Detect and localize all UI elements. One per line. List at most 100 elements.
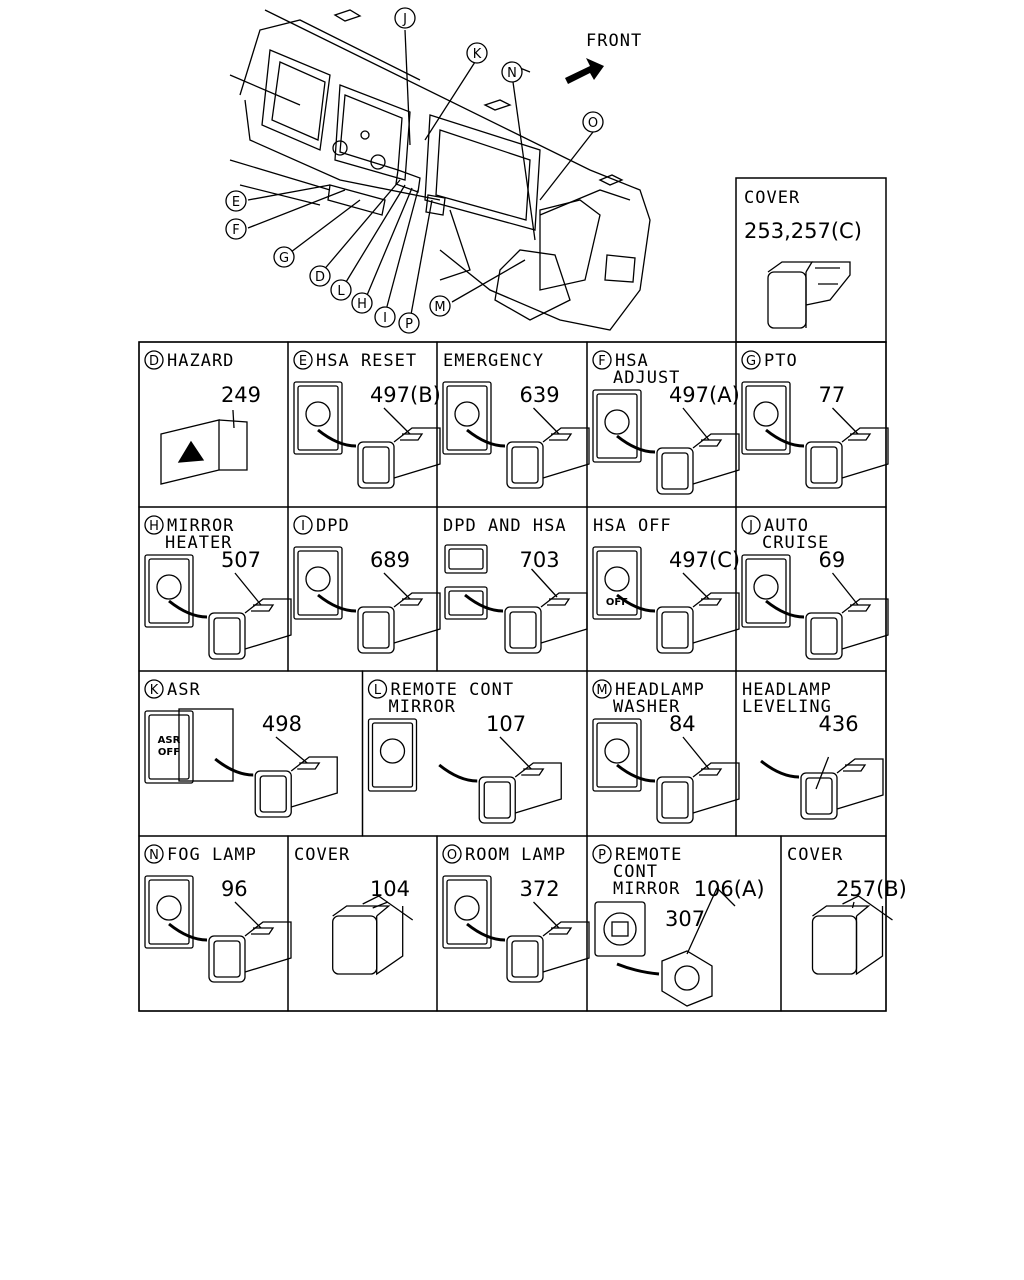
switch-body-icon [438,762,562,824]
switch-face-icon [592,389,642,463]
switch-face-icon [293,381,343,455]
callout-circle [741,350,761,370]
svg-text:J: J [402,12,407,27]
switch-body-icon [616,433,740,495]
cell-title: ASR [167,680,201,700]
cell-title: HEADLAMP [615,680,705,700]
callout-g: G [273,246,295,268]
callout-letter: H [149,519,159,534]
callout-m: M [429,295,451,317]
cell-title: EMERGENCY [443,351,544,371]
callout-l: L [330,279,352,301]
callout-circle [293,350,313,370]
switch-face-icon [442,381,492,455]
cell-title: MIRROR [613,879,680,899]
cover-illustration [332,895,414,976]
callout-circle [144,515,164,535]
callout-letter: F [598,354,605,369]
icon-label: OFF [158,747,180,758]
cell-title: HSA [615,351,649,371]
callout-letter: J [748,519,753,534]
cell-title: DPD [316,516,350,536]
part-number: 106(A) [694,877,765,901]
switch-face-icon [741,554,791,628]
callout-letter: P [598,848,606,863]
callout-h: H [351,292,373,314]
callout-circle [144,350,164,370]
svg-text:I: I [383,311,387,326]
part-number: 77 [819,383,846,407]
cell-title: LEVELING [742,697,832,717]
cell-title: AUTO [764,516,809,536]
callout-e: E [225,190,247,212]
face-symbol-icon [604,566,630,592]
svg-text:D: D [315,270,325,285]
face-symbol-icon [753,401,779,427]
cell-title: ADJUST [613,368,680,388]
cell-title: REMOTE CONT [391,680,515,700]
callout-letter: D [149,354,159,369]
cover-top-title: COVER [744,188,800,208]
cell-emergency: EMERGENCY 639 [436,341,590,508]
cell-title: REMOTE [615,845,682,865]
cell-title: CONT [613,862,658,882]
callout-letter: N [149,848,159,863]
switch-face-icon [367,718,418,792]
icon-label: ASR [158,735,181,746]
cell-title: MIRROR [167,516,234,536]
svg-text:O: O [588,116,598,131]
cover-top-part: 253,257(C) [744,219,862,243]
callout-circle [144,679,164,699]
cell-title: HEADLAMP [742,680,832,700]
part-number: 498 [262,712,302,736]
switch-face-icon [293,546,343,620]
part-number: 84 [669,712,696,736]
callout-p: P [398,312,420,334]
cell-title: FOG LAMP [167,845,257,865]
part-number: 639 [520,383,560,407]
callout-o: O [582,111,604,133]
cover-illustration [811,895,893,976]
mirror-control-icon [594,887,736,1007]
switch-face-icon [144,875,194,949]
svg-text:G: G [279,251,289,266]
callout-i: I [374,306,396,328]
face-symbol-icon [379,738,406,764]
switch-body-icon [765,427,889,489]
part-number: 497(C) [669,548,740,572]
callout-letter: K [150,683,159,698]
face-symbol-icon [454,401,480,427]
face-symbol-icon [156,574,182,600]
face-symbol-icon [753,574,779,600]
callout-circle [293,515,313,535]
callout-n: N [501,61,523,83]
cell-title: COVER [294,845,350,865]
switch-body-icon [765,598,889,660]
switch-body-icon [168,598,292,660]
cell-title: HEATER [165,533,232,553]
part-number: 436 [819,712,859,736]
face-symbol-icon [305,401,331,427]
face-symbol-icon [604,409,630,435]
part-number: 69 [819,548,846,572]
cell-title: HSA RESET [316,351,417,371]
switch-face-icon [444,544,488,574]
callout-letter: E [299,354,307,369]
switch-body-icon [317,427,441,489]
svg-text:F: F [232,223,239,238]
switch-body-icon [317,592,441,654]
